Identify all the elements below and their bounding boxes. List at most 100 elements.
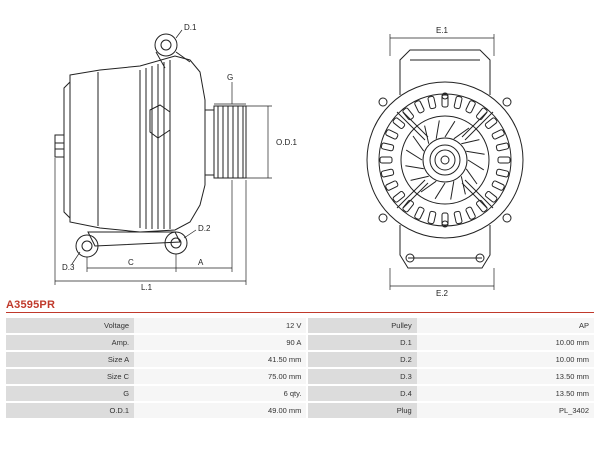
fan-blade bbox=[405, 149, 423, 161]
technical-drawing: D.1 G O.D.1 D.2 D.3 C A L.1 bbox=[54, 23, 524, 298]
spec-label: Pulley bbox=[308, 318, 417, 333]
pulley-hub bbox=[422, 137, 468, 183]
fan-blade bbox=[467, 159, 485, 171]
vent-slot bbox=[427, 95, 437, 110]
spec-value: AP bbox=[416, 318, 594, 333]
spec-value: 75.00 mm bbox=[134, 369, 307, 384]
vent-slot bbox=[484, 191, 498, 203]
vent-slot bbox=[379, 156, 393, 164]
side-view-dimensions bbox=[54, 29, 272, 285]
vent-slots bbox=[379, 94, 511, 226]
label-e1: E.1 bbox=[436, 26, 449, 35]
rear-cap bbox=[63, 80, 71, 220]
spec-value: PL_3402 bbox=[416, 403, 594, 418]
vent-slot bbox=[385, 180, 399, 191]
vent-slot bbox=[495, 142, 510, 152]
vent-slot bbox=[392, 191, 406, 203]
vent-slot bbox=[465, 206, 476, 220]
spec-label: D.4 bbox=[308, 386, 417, 401]
alternator-housing-outline bbox=[69, 55, 206, 233]
spec-label: O.D.1 bbox=[6, 403, 135, 418]
vent-slot bbox=[385, 129, 399, 140]
fan-blade bbox=[412, 135, 425, 152]
spec-label: D.1 bbox=[308, 335, 417, 350]
label-a: A bbox=[198, 258, 204, 267]
vent-slot bbox=[441, 212, 449, 226]
vent-slot bbox=[491, 129, 505, 140]
spec-gap bbox=[306, 403, 309, 418]
part-number: A3595PR bbox=[6, 299, 56, 311]
vent-slot bbox=[484, 117, 498, 129]
fan-blade bbox=[444, 120, 456, 138]
vent-slot bbox=[476, 107, 488, 121]
rear-terminal-block bbox=[54, 134, 65, 158]
spec-label: D.2 bbox=[308, 352, 417, 367]
spec-value: 49.00 mm bbox=[134, 403, 307, 418]
spec-gap bbox=[306, 352, 309, 367]
lower-mount-bracket bbox=[87, 231, 181, 247]
fan-blade bbox=[410, 175, 429, 181]
title-rule bbox=[6, 312, 594, 313]
spec-label: Size C bbox=[6, 369, 135, 384]
upper-mount-ear bbox=[154, 33, 178, 57]
fan-blade bbox=[465, 168, 478, 185]
spec-value: 90 A bbox=[134, 335, 307, 350]
spec-gap bbox=[306, 369, 309, 384]
pulley bbox=[213, 105, 247, 179]
spec-value: 10.00 mm bbox=[416, 352, 594, 367]
label-e2: E.2 bbox=[436, 289, 449, 298]
vent-slot bbox=[453, 210, 463, 225]
label-d3: D.3 bbox=[62, 263, 75, 272]
label-d1: D.1 bbox=[184, 23, 197, 32]
spec-label: G bbox=[6, 386, 135, 401]
spec-gap bbox=[306, 318, 309, 333]
spec-label: Size A bbox=[6, 352, 135, 367]
fan-blade bbox=[420, 180, 437, 193]
vent-slot bbox=[427, 210, 437, 225]
side-view bbox=[54, 29, 272, 285]
fan-blade bbox=[461, 139, 480, 145]
fan-blade bbox=[450, 181, 455, 200]
front-outer-body bbox=[366, 81, 524, 239]
label-od1: O.D.1 bbox=[276, 138, 297, 147]
front-bottom-bracket bbox=[399, 225, 491, 269]
spec-value: 12 V bbox=[134, 318, 307, 333]
front-spokes bbox=[396, 111, 494, 209]
label-c: C bbox=[128, 258, 134, 267]
spec-value: 10.00 mm bbox=[416, 335, 594, 350]
fan-blade bbox=[435, 120, 440, 139]
fan-blade bbox=[466, 150, 485, 155]
housing-ribs bbox=[139, 60, 171, 229]
fan-blade bbox=[424, 125, 430, 144]
spec-value: 41.50 mm bbox=[134, 352, 307, 367]
front-view-dimensions bbox=[389, 34, 495, 290]
spec-label: Amp. bbox=[6, 335, 135, 350]
vent-slot bbox=[495, 168, 510, 178]
front-view bbox=[366, 34, 524, 290]
label-g: G bbox=[227, 73, 233, 82]
fan-blade bbox=[460, 176, 466, 195]
vent-slot bbox=[414, 100, 425, 114]
spec-value: 6 qty. bbox=[134, 386, 307, 401]
label-d2: D.2 bbox=[198, 224, 211, 233]
vent-slot bbox=[476, 199, 488, 213]
vent-slot bbox=[465, 100, 476, 114]
fan-blade bbox=[405, 165, 424, 170]
vent-slot bbox=[441, 94, 449, 108]
vent-slot bbox=[392, 117, 406, 129]
spec-value: 13.50 mm bbox=[416, 386, 594, 401]
vent-slot bbox=[402, 199, 414, 213]
vent-slot bbox=[453, 95, 463, 110]
front-collar bbox=[204, 109, 215, 176]
fan-blade bbox=[434, 182, 446, 200]
vent-slot bbox=[380, 142, 395, 152]
vent-slot bbox=[497, 156, 511, 164]
spec-label: Plug bbox=[308, 403, 417, 418]
vent-slot bbox=[402, 107, 414, 121]
